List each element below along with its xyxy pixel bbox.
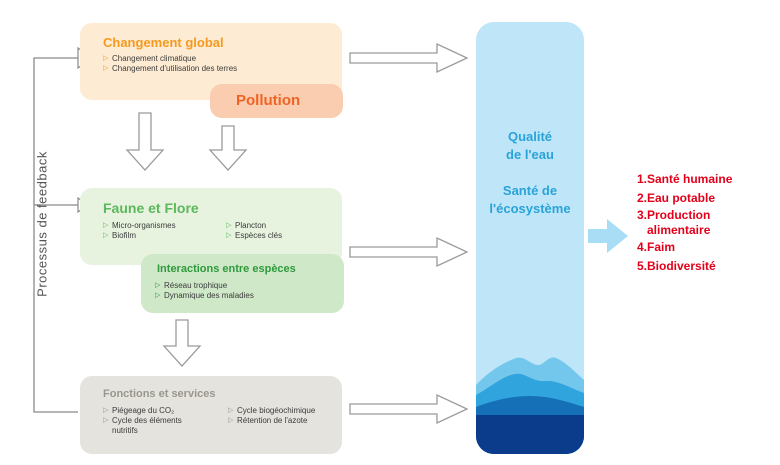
arrow-down-functions <box>162 319 202 367</box>
list-item: ▷Cycle des éléments <box>103 416 182 425</box>
functions-list-right: ▷Cycle biogéochimique ▷Rétention de l'az… <box>228 406 315 426</box>
column-line-4: l'écosystème <box>489 201 571 216</box>
interactions-title: Interactions entre espèces <box>157 263 296 275</box>
feedback-loop-line <box>33 57 78 413</box>
list-item: ▷Dynamique des maladies <box>155 291 254 300</box>
list-item: nutritifs <box>112 426 138 435</box>
list-item: 3.Production <box>637 208 711 222</box>
feedback-label: Processus de feedback <box>34 151 50 297</box>
functions-list-left: ▷Piégeage du CO₂ ▷Cycle des éléments nut… <box>103 406 182 436</box>
column-line-1: Qualité <box>507 129 553 144</box>
pollution-title: Pollution <box>236 92 301 109</box>
arrow-fauna-to-column <box>349 236 469 268</box>
list-item: 1.Santé humaine <box>637 172 733 186</box>
interactions-box <box>141 254 344 313</box>
fauna-flora-title: Faune et Flore <box>103 200 199 216</box>
column-line-3: Santé de <box>502 183 558 198</box>
arrow-down-right <box>208 125 248 171</box>
column-line-2: de l'eau <box>506 147 554 162</box>
list-item: ▷Changement climatique <box>103 54 197 63</box>
fauna-list-right: ▷Plancton ▷Espèces clés <box>226 221 282 241</box>
list-item: ▷Cycle biogéochimique <box>228 406 316 415</box>
arrow-column-to-outcomes <box>588 219 628 253</box>
list-item: ▷Changement d'utilisation des terres <box>103 64 238 73</box>
global-change-title: Changement global <box>103 35 224 50</box>
fauna-flora-box <box>80 188 342 265</box>
functions-title: Fonctions et services <box>103 388 216 400</box>
arrow-global-to-column <box>349 42 469 74</box>
arrow-functions-to-column <box>349 393 469 425</box>
water-column <box>476 22 584 454</box>
list-item: ▷Espèces clés <box>226 231 283 240</box>
fauna-list-left: ▷Micro-organismes ▷Biofilm <box>103 221 176 241</box>
list-item: ▷Réseau trophique <box>155 281 228 290</box>
column-text: Qualité de l'eau Santé de l'écosystème <box>476 128 584 218</box>
list-item: 4.Faim <box>637 240 676 254</box>
list-item: ▷Biofilm <box>103 231 137 240</box>
pollution-box <box>210 84 343 118</box>
list-item: alimentaire <box>647 223 711 237</box>
list-item: 2.Eau potable <box>637 191 716 205</box>
outcomes-list: 1.Santé humaine 2.Eau potable 3.Producti… <box>637 170 732 276</box>
list-item: 5.Biodiversité <box>637 259 716 273</box>
list-item: ▷Plancton <box>226 221 267 230</box>
list-item: ▷Rétention de l'azote <box>228 416 308 425</box>
arrow-down-left <box>125 112 165 171</box>
interactions-list: ▷Réseau trophique ▷Dynamique des maladie… <box>155 281 254 301</box>
functions-box <box>80 376 342 454</box>
list-item: ▷Piégeage du CO₂ <box>103 406 175 415</box>
list-item: ▷Micro-organismes <box>103 221 176 230</box>
global-change-list: ▷Changement climatique ▷Changement d'uti… <box>103 54 237 74</box>
